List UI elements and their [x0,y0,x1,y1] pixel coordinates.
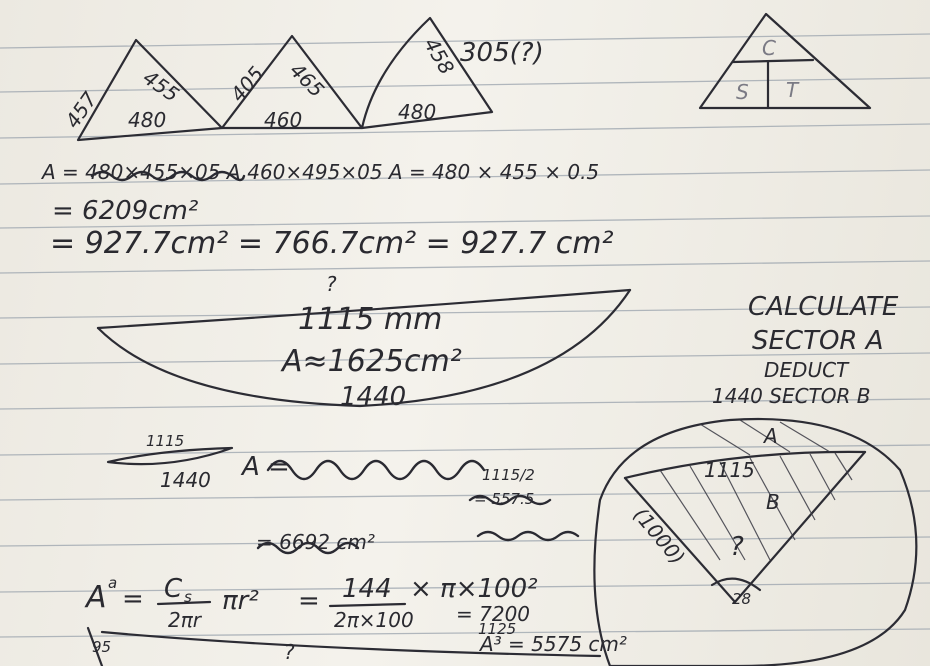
segment-arc-label: 1440 [340,382,407,412]
segment-chord-label: 1115 mm [298,302,443,337]
formula-lhs: A [86,580,107,615]
note-line-3: DEDUCT [764,358,849,382]
t1-base-label: 480 [128,108,167,132]
scratch-3 [256,541,360,555]
scratch-4 [468,494,552,506]
label-t: T [786,78,799,102]
area-line-3: = 927.7cm² = 766.7cm² = 927.7 cm² [50,226,614,261]
area-line-1: A = 480×455×05 A.460×495×05 A = 480 × 45… [42,160,600,184]
note-line-2: SECTOR A [752,326,884,356]
formula-sub1: s [184,588,192,606]
triangle-2 [220,34,364,130]
formula-den1: 2πr [168,608,201,632]
t3-right-label: 305(?) [460,38,544,68]
angle-label: ? [730,532,744,562]
scratch-1 [90,170,246,182]
formula-res2: A³ = 5575 cm² [480,632,627,656]
small-segment [106,446,234,466]
area-line-2: = 6209cm² [52,196,199,226]
small-a-label: A = [242,452,290,482]
scribble-1: 1115/2 [482,466,535,484]
triangle-1 [76,38,224,142]
question-mark: ? [326,272,337,296]
scratch-2 [266,459,486,481]
segment-chord [96,288,632,330]
note-line-1: CALCULATE [748,292,899,322]
center-label: 28 [732,590,752,608]
sector-b-label: B [766,490,780,514]
circle-diagram [593,417,918,666]
bottom-3: 1125 [478,620,517,638]
scribble-3: = 6692 cm² [256,530,375,554]
triangle-3 [360,16,494,130]
formula-den2: 2π×100 [334,608,414,632]
formula-eq1: = [122,584,144,614]
formula-res1: = 7200 [456,602,531,626]
scribble-2: = 557.5 [474,490,535,508]
t2-base-label: 460 [264,108,303,132]
label-c: C [762,36,776,60]
circle-chord-label: 1115 [704,458,755,482]
bottom-1: 95 [92,638,112,656]
formula-sup: a [108,574,118,592]
scratch-5 [476,530,580,542]
segment-area-label: A≈1625cm² [282,344,462,379]
formula-tail: × π×100² [410,574,538,604]
label-s: S [736,80,749,104]
formula-num1: C [164,574,183,604]
note-line-4: 1440 SECTOR B [712,384,871,408]
formula-mid: πr² [222,586,259,616]
formula-num2: 144 [342,574,392,604]
bottom-2: ? [284,640,295,664]
formula-eq2: = [298,586,320,616]
small-arc-label: 1440 [160,468,211,492]
t3-base-label: 480 [398,100,437,124]
sector-a-label: A [764,424,778,448]
small-chord-label: 1115 [146,432,185,450]
segment-arc [96,288,632,408]
